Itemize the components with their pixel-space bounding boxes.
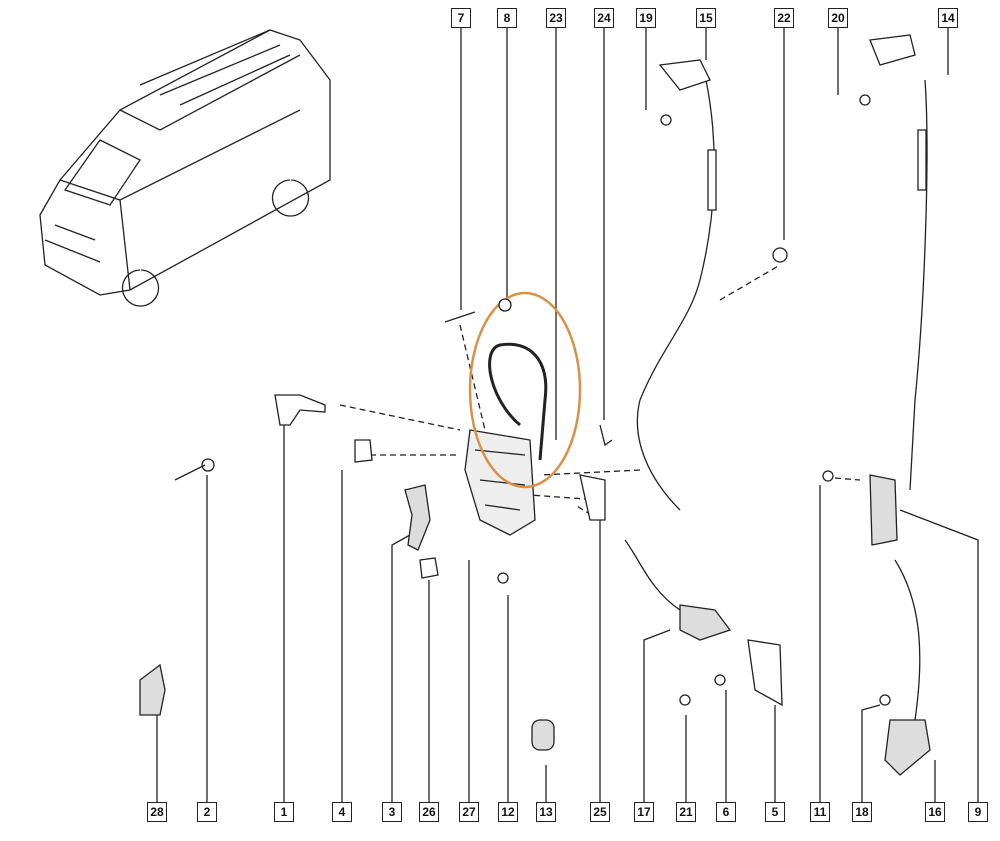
callout-label: 16 xyxy=(925,802,945,822)
callout-label: 3 xyxy=(382,802,402,822)
van-illustration xyxy=(39,29,331,307)
callout-label: 15 xyxy=(696,8,716,28)
small-parts xyxy=(139,34,931,776)
callout-label: 2 xyxy=(197,802,217,822)
callout-label: 26 xyxy=(419,802,439,822)
callout-label: 4 xyxy=(332,802,352,822)
callout-label: 22 xyxy=(774,8,794,28)
callout-label: 21 xyxy=(676,802,696,822)
callout-label: 7 xyxy=(451,8,471,28)
leader-lines xyxy=(156,28,979,802)
callout-label: 19 xyxy=(636,8,656,28)
callout-label: 17 xyxy=(634,802,654,822)
callout-label: 24 xyxy=(594,8,614,28)
callout-label: 25 xyxy=(590,802,610,822)
callout-label: 13 xyxy=(536,802,556,822)
callout-label: 28 xyxy=(147,802,167,822)
callout-label: 23 xyxy=(546,8,566,28)
door-lock-assembly xyxy=(464,429,536,536)
callout-label: 6 xyxy=(716,802,736,822)
callout-label: 18 xyxy=(852,802,872,822)
callout-label: 12 xyxy=(498,802,518,822)
cables xyxy=(624,79,928,721)
callout-label: 11 xyxy=(810,802,830,822)
callout-label: 1 xyxy=(274,802,294,822)
callout-label: 9 xyxy=(968,802,988,822)
callout-label: 5 xyxy=(765,802,785,822)
callout-label: 27 xyxy=(459,802,479,822)
callout-label: 8 xyxy=(497,8,517,28)
lock-rod-cable xyxy=(488,342,548,461)
callout-label: 14 xyxy=(938,8,958,28)
highlight-ellipse xyxy=(468,291,582,489)
assembly-arrows xyxy=(339,264,861,521)
callout-label: 20 xyxy=(828,8,848,28)
